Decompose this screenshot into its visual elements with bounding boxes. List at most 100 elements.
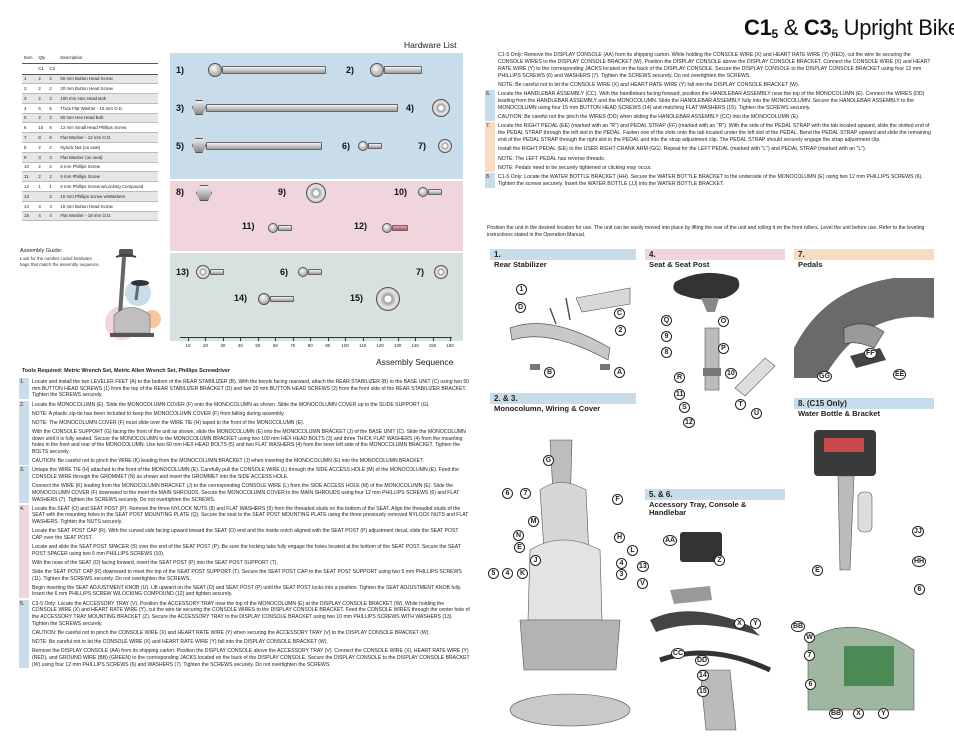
parts-description: 60 mm Hex Head Bolt [58, 113, 158, 124]
step-highlight-bar [485, 173, 495, 188]
callout-label: 14 [697, 670, 709, 681]
hardware-label: 12) [354, 221, 368, 231]
callout-label: GG [817, 371, 832, 382]
step-highlight-bar [485, 122, 495, 172]
step-highlight-bar [19, 466, 29, 504]
step-paragraph: Remove the DISPLAY CONSOLE (AA) from its… [32, 648, 470, 668]
callout-label: BB [791, 621, 806, 632]
hardware-label: 8) [176, 187, 185, 197]
parts-qty-c1: 2 [36, 93, 48, 104]
screw-icon [270, 296, 294, 302]
step-paragraph: C1-5 Only: Locate the WATER BOTTLE BRACK… [498, 174, 923, 187]
parts-description: Thick Flat Washer - 16 mm O.D. [58, 103, 158, 114]
page-title: C15 & C35 Upright Bikes [744, 15, 954, 41]
water-bottle-illustration [807, 430, 915, 711]
parts-item-number: 12 [22, 181, 37, 193]
pedals-illustration [794, 278, 934, 378]
callout-label: K [517, 568, 528, 579]
ruler-tick [240, 338, 241, 341]
callout-label: U [751, 408, 762, 419]
screw-icon [268, 223, 278, 233]
parts-header-description: Description [58, 52, 158, 64]
callout-label: 10 [725, 368, 737, 379]
section-header-bar: 7. [794, 249, 934, 260]
parts-item-number: 3 [22, 93, 37, 104]
parts-description: Flat Washer - 18 mm O.D. [58, 211, 158, 222]
screw-icon [384, 66, 422, 74]
ruler-tick [345, 338, 346, 341]
screw-icon [210, 269, 224, 275]
parts-item-number: 7 [22, 132, 37, 144]
step-paragraph: CAUTION: Be careful not the pinch the WI… [498, 114, 800, 121]
ruler-tick-label: 120 [376, 343, 384, 348]
washer-icon [196, 265, 210, 279]
callout-label: J [530, 555, 541, 566]
hardware-label: 3) [176, 103, 185, 113]
callout-label: Y [750, 618, 761, 629]
parts-item-number: 4 [22, 103, 37, 114]
callout-label: 4 [502, 568, 513, 579]
callout-label: 9 [661, 331, 672, 342]
callout-label: L [627, 545, 638, 556]
callout-label: W [804, 632, 815, 643]
callout-label: V [637, 578, 648, 589]
step-paragraph: NOTE: Be careful not to let the CONSOLE … [498, 81, 800, 88]
step-paragraph: Locate the MONOCOLUMN (E). Slide the MON… [32, 401, 430, 408]
ruler-tick [188, 338, 189, 341]
assembly-guide-bike-image [92, 245, 162, 353]
position-note: Position the unit in the desired locatio… [487, 225, 925, 238]
parts-subheader-c3: C3 [47, 63, 59, 75]
monocolumn-illustration [509, 439, 631, 727]
hardware-panel-3: 13) 6) 7) 14) 15) [170, 253, 463, 341]
step-number: 5. [20, 600, 25, 607]
parts-item-number: 15 [22, 211, 37, 222]
section-title: Rear Stabilizer [494, 260, 547, 269]
parts-qty-c1: 5 [36, 103, 48, 114]
screw-icon [428, 189, 442, 195]
ruler-tick [415, 338, 416, 341]
section-number: 2. & 3. [494, 394, 518, 403]
callout-label: Z [714, 555, 725, 566]
callout-label: 15 [697, 686, 709, 697]
callout-label: 13 [637, 561, 649, 572]
hardware-label: 15) [350, 293, 364, 303]
step-paragraph: C1-5 Only: Remove the DISPLAY CONSOLE (A… [498, 52, 931, 79]
ruler-tick [362, 338, 364, 341]
ruler-tick [327, 338, 329, 341]
parts-description: 15 mm Button Head Screw [58, 201, 158, 212]
bolt-head-icon [192, 100, 206, 115]
parts-item-number: 11 [22, 171, 37, 183]
callout-label: 6 [805, 679, 816, 690]
parts-qty-c1: 2 [36, 113, 48, 124]
callout-label: CC [671, 648, 686, 659]
hardware-panel-1: 1) 2) 3) 4) 5) 6) 7) [170, 53, 463, 179]
assembly-step: 8.C1-5 Only: Locate the WATER BOTTLE BRA… [485, 173, 932, 188]
washer-icon [438, 139, 452, 153]
callout-label: S [679, 402, 690, 413]
step-number: 1. [20, 379, 25, 385]
hardware-label: 9) [278, 187, 287, 197]
screw-icon [222, 66, 326, 74]
step-paragraph: Locate and slide the SEAT POST SPACER (S… [32, 544, 461, 557]
screw-icon [382, 223, 392, 233]
callout-label: Q [661, 315, 672, 326]
parts-description: Flat Washer (on seat) [58, 152, 158, 163]
parts-description: Nylock Nut (on seat) [58, 142, 158, 153]
step-paragraph: With the nose of the SEAT (O) facing for… [32, 559, 278, 566]
step-paragraph: Locate and install the two LEVELER FEET … [32, 379, 470, 399]
callout-label: B [544, 367, 555, 378]
bolt-head-icon [192, 138, 206, 153]
ruler-tick-label: 100 [341, 343, 349, 348]
callout-label: 1 [516, 284, 527, 295]
callout-label: HH [912, 556, 927, 567]
callout-label: T [735, 399, 746, 410]
